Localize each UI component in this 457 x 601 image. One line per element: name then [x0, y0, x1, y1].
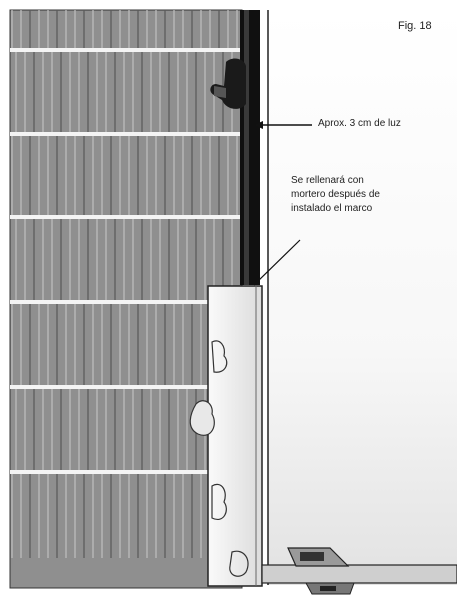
- gap-annotation: Aprox. 3 cm de luz: [318, 118, 401, 129]
- mortar-joint: [10, 48, 242, 52]
- anchor-bracket: [210, 58, 246, 109]
- mortar-joint: [10, 300, 242, 304]
- sill-hardware: [261, 547, 457, 595]
- brick-wall: [9, 9, 243, 589]
- mortar-joint: [10, 132, 242, 136]
- gap-arrowhead: [254, 121, 263, 129]
- mortar-joint: [10, 215, 242, 219]
- frame-profile-highlight: [244, 10, 249, 285]
- note-leader-line: [253, 239, 301, 286]
- frame-profile: [240, 10, 260, 285]
- mortar-joint: [10, 470, 242, 474]
- mortar-note-annotation: Se rellenará con mortero después de inst…: [291, 175, 380, 214]
- mortar-joint: [10, 385, 242, 389]
- figure-label: Fig. 18: [398, 20, 432, 32]
- window-panel: [268, 10, 457, 585]
- lower-frame: [189, 285, 263, 587]
